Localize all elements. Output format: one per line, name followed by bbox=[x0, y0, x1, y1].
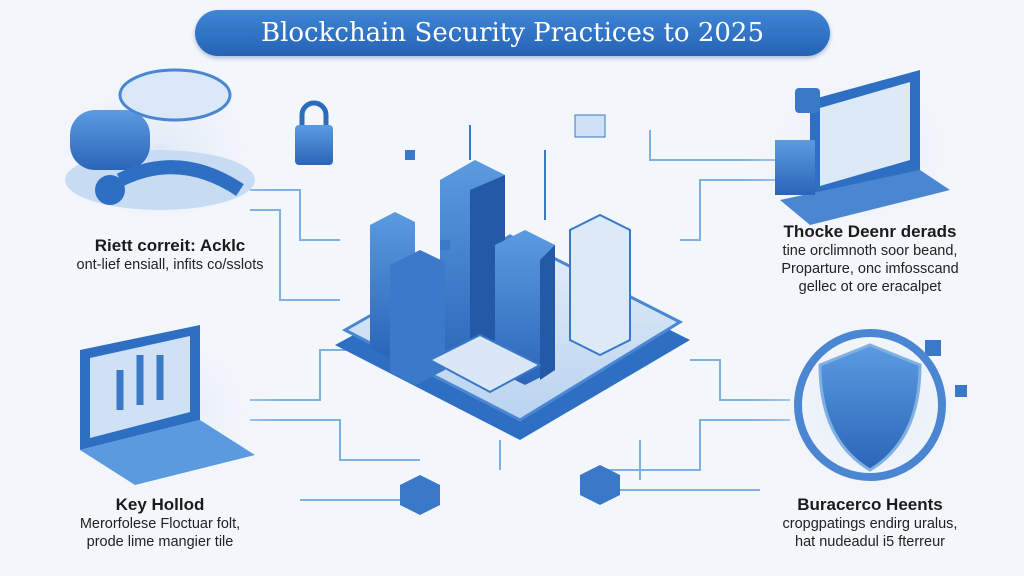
section-heading: Thocke Deenr derads bbox=[783, 222, 957, 241]
section-top-left: Riett correit: Acklc ont-lief ensiall, i… bbox=[40, 236, 300, 274]
section-heading: Buracerco Heents bbox=[797, 495, 943, 514]
section-heading: Key Hollod bbox=[115, 495, 205, 514]
laptop-icon bbox=[775, 70, 950, 225]
cube-icon bbox=[400, 114, 967, 515]
section-top-right: Thocke Deenr derads tine orclimnoth soor… bbox=[745, 222, 995, 296]
section-text: ont-lief ensiall, infits co/sslots bbox=[76, 257, 264, 273]
section-text: hat nudeadul i5 fterreur bbox=[795, 534, 945, 550]
section-text: Proparture, onc imfosscand bbox=[781, 261, 959, 277]
hardware-key-icon bbox=[65, 68, 255, 210]
shield-icon bbox=[794, 329, 946, 481]
section-text: Merorfolese Floctuar folt, bbox=[79, 516, 241, 532]
section-text: gellec ot ore eracalpet bbox=[798, 279, 942, 295]
section-text: cropgpatings endirg uralus, bbox=[782, 516, 958, 532]
padlock-icon bbox=[295, 100, 333, 165]
section-bottom-left: Key Hollod Merorfolese Floctuar folt, pr… bbox=[40, 495, 280, 551]
laptop-icon bbox=[80, 325, 255, 485]
section-heading: Riett correit: Acklc bbox=[94, 236, 246, 255]
page-title: Blockchain Security Practices to 2025 bbox=[195, 10, 830, 56]
section-bottom-right: Buracerco Heents cropgpatings endirg ura… bbox=[750, 495, 990, 551]
section-text: tine orclimnoth soor beand, bbox=[782, 243, 958, 259]
section-text: prode lime mangier tile bbox=[86, 534, 234, 550]
server-tower-icon bbox=[370, 125, 631, 394]
